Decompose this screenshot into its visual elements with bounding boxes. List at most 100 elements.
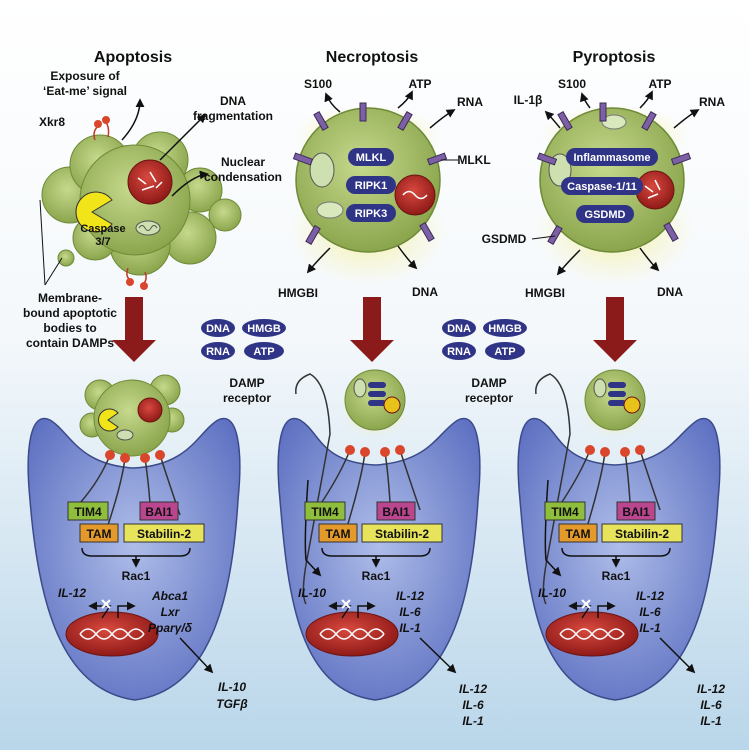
necro-dna-label: DNA <box>412 285 438 299</box>
pill-ripk1 <box>346 176 396 194</box>
receptor-panel-necroptosis: TIM4 BAI1 TAM Stabilin-2 Rac1 <box>304 445 443 583</box>
eat-me-label-2: ‘Eat-me’ signal <box>43 84 127 98</box>
apoptotic-bodies-label-4: contain DAMPs <box>26 336 114 350</box>
caspase-label-1: Caspase <box>80 223 125 235</box>
pill-ripk1-label: RIPK1 <box>355 180 387 192</box>
pyro-rna-label: RNA <box>699 95 725 109</box>
pill-caspase-label: Caspase-1/11 <box>567 181 637 193</box>
mac-necroptosis-out-il12: IL-12 <box>459 682 487 696</box>
damp-hmgb: HMGB <box>247 323 281 335</box>
pill-caspase <box>561 177 643 195</box>
mac-necroptosis-out-il1: IL-1 <box>462 714 484 728</box>
tam-box <box>79 523 119 543</box>
organelle-icon <box>601 114 627 130</box>
stabilin-label: Stabilin-2 <box>615 527 669 541</box>
apoptotic-bodies-label-2: bound apoptotic <box>23 306 117 320</box>
pyroptosis-pills: Inflammasome Caspase-1/11 GSDMD <box>561 148 658 223</box>
damp-receptor-label-1: DAMP <box>471 376 506 390</box>
damp-atp: ATP <box>494 346 515 358</box>
damp-receptor-label-2: receptor <box>223 391 271 405</box>
mac-necroptosis-gene-il12: IL-12 <box>396 589 424 603</box>
damp-receptor-icon <box>535 373 571 605</box>
pill-inflammasome-label: Inflammasome <box>573 152 650 164</box>
necro-hmgbi-label: HMGBI <box>278 286 318 300</box>
damp-receptor-label-1: DAMP <box>229 376 264 390</box>
necro-rna-label: RNA <box>457 95 483 109</box>
nucleus-apoptosis <box>65 599 159 657</box>
pill-inflammasome <box>566 148 658 166</box>
damp-rna: RNA <box>206 346 230 358</box>
pill-gsdmd-label: GSDMD <box>585 209 626 221</box>
mac-apoptosis-out-il10: IL-10 <box>218 680 246 694</box>
pyroptotic-cell <box>535 102 695 285</box>
bai1-label: BAI1 <box>622 505 650 519</box>
transition-arrows <box>112 297 637 362</box>
receptor-panel-pyroptosis: TIM4 BAI1 TAM Stabilin-2 Rac1 <box>544 445 683 583</box>
damp-receptor-label-2: receptor <box>465 391 513 405</box>
apoptotic-cell <box>41 116 242 290</box>
pill-ripk3-label: RIPK3 <box>355 208 387 220</box>
stabilin-label: Stabilin-2 <box>375 527 429 541</box>
mac-pyroptosis-out-il1: IL-1 <box>700 714 722 728</box>
fragmented-dna-icon <box>137 171 163 191</box>
mac-necroptosis-gene-il6: IL-6 <box>399 605 421 619</box>
mac-necroptosis-out-il6: IL-6 <box>462 698 484 712</box>
rac1-label: Rac1 <box>122 569 151 583</box>
title-pyroptosis: Pyroptosis <box>573 49 656 66</box>
mac-apoptosis-gene-abca1: Abca1 <box>151 589 188 603</box>
mac-apoptosis-out-tgfb: TGFβ <box>216 697 248 711</box>
tim4-box <box>67 501 109 521</box>
pyro-atp-label: ATP <box>648 77 671 91</box>
mac-pyroptosis-gene-il1: IL-1 <box>639 621 661 635</box>
damp-group-necroptosis: DNA HMGB RNA ATP <box>201 319 286 360</box>
damp-dna: DNA <box>206 323 230 335</box>
pyro-dna-label: DNA <box>657 285 683 299</box>
title-necroptosis: Necroptosis <box>326 49 419 66</box>
mac-pyroptosis-gene-il12: IL-12 <box>636 589 664 603</box>
rac1-label: Rac1 <box>602 569 631 583</box>
apoptotic-bodies-label-3: bodies to <box>43 321 96 335</box>
tim4-label: TIM4 <box>551 505 579 519</box>
pill-gsdmd <box>576 205 634 223</box>
necro-mlkl-out-label: MLKL <box>457 153 490 167</box>
pill-ripk3 <box>346 204 396 222</box>
apoptotic-bodies-label-1: Membrane- <box>38 291 102 305</box>
necro-s100-label: S100 <box>304 77 332 91</box>
caspase-label-2: 3/7 <box>95 236 110 248</box>
mac-pyroptosis-out-il12: IL-12 <box>697 682 725 696</box>
damp-hmgb: HMGB <box>488 323 522 335</box>
mac-necroptosis-left-gene: IL-10 <box>298 586 326 600</box>
mac-pyroptosis-left-gene: IL-10 <box>538 586 566 600</box>
stabilin-label: Stabilin-2 <box>137 527 191 541</box>
rac1-label: Rac1 <box>362 569 391 583</box>
bai1-box <box>139 501 179 521</box>
mac-necroptosis-gene-il1: IL-1 <box>399 621 421 635</box>
damp-atp: ATP <box>253 346 274 358</box>
nuclear-condensation-label-2: condensation <box>204 170 282 184</box>
mitochondrion-icon <box>309 152 335 188</box>
caspase-pacman-icon <box>75 191 113 233</box>
mac-apoptosis-left-gene: IL-12 <box>58 586 86 600</box>
eat-me-label-1: Exposure of <box>50 69 120 83</box>
tam-label: TAM <box>565 527 590 541</box>
organelle-icon <box>316 201 344 219</box>
necroptotic-cell <box>288 102 448 285</box>
pyro-il1b-label: IL-1β <box>514 93 543 107</box>
mac-apoptosis-gene-ppar: Pparγ/δ <box>148 621 193 635</box>
mitochondrion-icon <box>135 220 161 236</box>
mac-pyroptosis-out-il6: IL-6 <box>700 698 722 712</box>
damp-receptor-icon <box>295 373 331 605</box>
pill-mlkl-label: MLKL <box>356 152 387 164</box>
tam-label: TAM <box>86 527 111 541</box>
nucleus-necroptosis <box>305 599 399 657</box>
pyro-hmgbi-label: HMGBI <box>525 286 565 300</box>
necroptosis-pills: MLKL RIPK1 RIPK3 <box>346 148 396 222</box>
mac-pyroptosis-gene-il6: IL-6 <box>639 605 661 619</box>
stabilin-box <box>123 523 205 543</box>
damp-rna: RNA <box>447 346 471 358</box>
dna-fragmentation-label-1: DNA <box>220 94 246 108</box>
nucleus-pyroptosis <box>545 599 639 657</box>
damp-dna: DNA <box>447 323 471 335</box>
